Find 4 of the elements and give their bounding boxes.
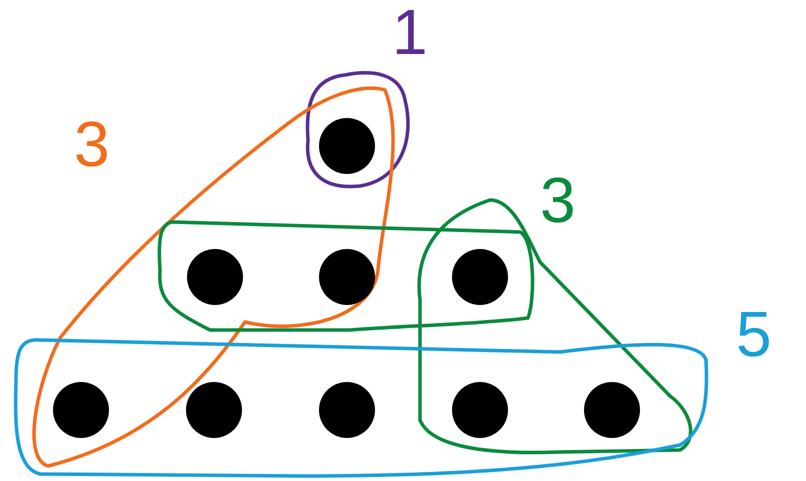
group-count: 3 [540,168,576,232]
group-count: 3 [74,112,110,176]
group-count: 5 [736,302,772,366]
group-count: 1 [392,0,428,64]
